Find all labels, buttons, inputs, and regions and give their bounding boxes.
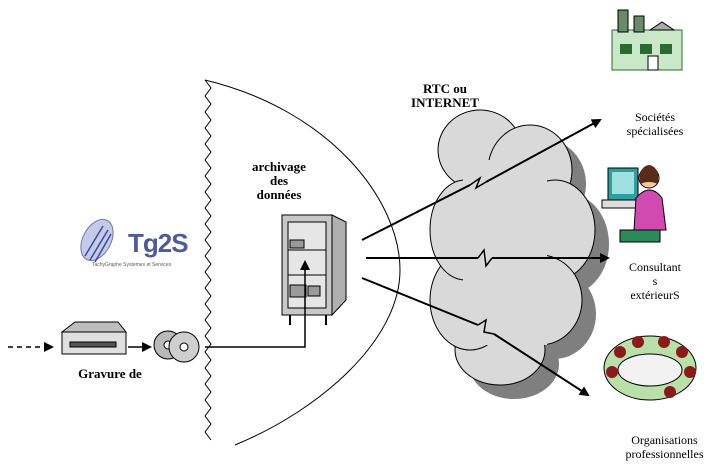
cd-discs-icon	[153, 330, 200, 363]
meeting-icon	[603, 335, 697, 401]
consultant-at-computer-icon	[601, 165, 667, 243]
tg2s-logo-name: Tg2S	[128, 228, 189, 258]
factory-icon	[611, 9, 683, 71]
link-to-organisations	[361, 277, 479, 326]
archive-label: archivage des données	[252, 160, 306, 202]
tg2s-logo-tagline: TachyGraphe Systemes et Services	[92, 262, 172, 268]
zigzag-edge	[204, 79, 212, 441]
destination-label-organisations: Organisations professionnelles	[625, 433, 704, 461]
destination-label-societes: Sociétés spécialisées	[626, 110, 684, 138]
network-label: RTC ou INTERNET	[411, 82, 479, 110]
destination-label-consultants: Consultant s extérieurS	[628, 260, 681, 300]
burn-chain	[8, 321, 200, 363]
network-cloud	[429, 109, 609, 399]
burn-label: Gravure de	[78, 367, 142, 381]
archive-cabinet-icon	[281, 214, 347, 325]
tg2s-logo-mark	[80, 218, 114, 263]
archive-zone-boundary	[204, 79, 401, 446]
connection-links	[361, 119, 610, 397]
upload-path	[205, 260, 310, 348]
cd-burner-icon	[60, 321, 128, 355]
link-to-societes	[361, 184, 471, 241]
